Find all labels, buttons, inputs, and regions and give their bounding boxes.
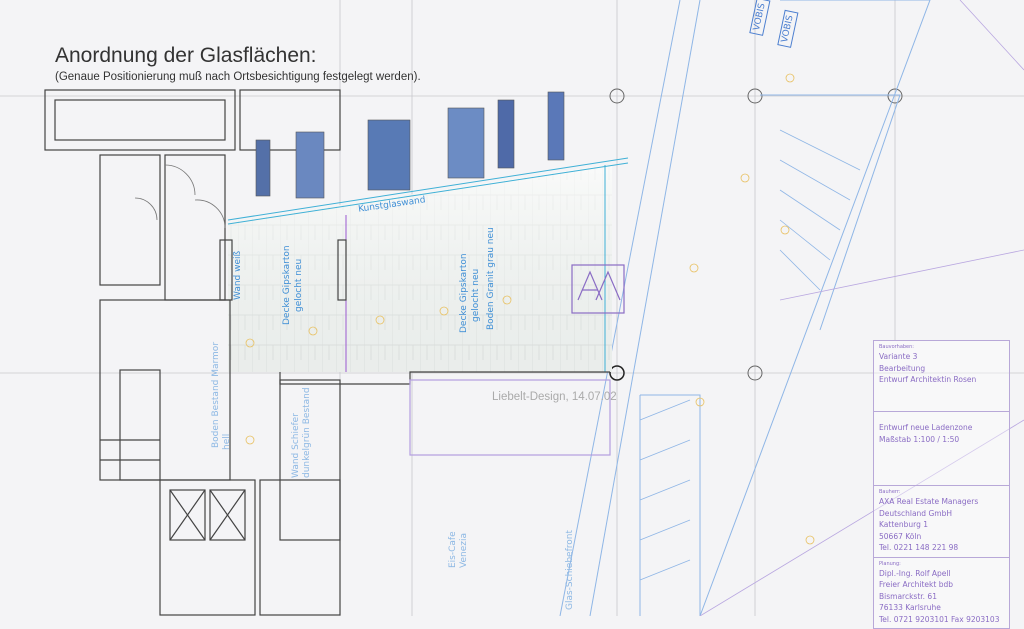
- design-credit: Liebelt-Design, 14.07.02: [492, 391, 617, 403]
- title-block-bauherr: Bauherr: AXA Real Estate Managers Deutsc…: [874, 486, 1009, 558]
- kunstglaswand-line: [227, 157, 629, 225]
- tb-line: Bismarckstr. 61: [879, 591, 937, 601]
- label-wand-weiss: Wand weiß: [233, 250, 243, 300]
- tb-line: Variante 3: [879, 352, 918, 361]
- label-eis-cafe-1: Eis-Cafe: [448, 531, 458, 568]
- tb-line: Kattenburg 1: [879, 520, 929, 529]
- label-boden-marmor-2: hell: [222, 433, 232, 450]
- tb-line: Tel. 0221 148 221 98: [879, 543, 959, 552]
- tb-line: Freier Architekt bdb: [879, 580, 953, 589]
- label-decke-right-2: gelocht neu: [471, 268, 481, 322]
- axa-logo: [571, 264, 625, 314]
- tb-line: AXA Real Estate Managers: [879, 497, 979, 506]
- floor-plan-drawing: [0, 0, 1024, 616]
- label-boden-marmor-1: Boden Bestand Marmor: [211, 341, 221, 448]
- tb-line: Tel. 0721 9203101 Fax 9203103: [879, 614, 1000, 624]
- tb-line: 76133 Karlsruhe: [879, 603, 941, 612]
- label-decke-left-1: Decke Gipskarton: [282, 245, 292, 325]
- bauvorhaben-label: Bauvorhaben:: [879, 344, 914, 350]
- glass-art-panels: [255, 91, 565, 199]
- tb-line: 50667 Köln: [879, 531, 922, 541]
- bauherr-label: Bauherr:: [879, 489, 901, 495]
- label-boden-granit: Boden Granit grau neu: [486, 227, 496, 330]
- label-wand-schiefer-2: dunkelgrün Bestand: [302, 387, 312, 478]
- tb-line: Bearbeitung: [879, 363, 926, 373]
- title-block-planung: Planung: Dipl.-Ing. Rolf Apell Freier Ar…: [874, 558, 1009, 629]
- planung-label: Planung:: [879, 560, 901, 567]
- tb-line: Entwurf Architektin Rosen: [879, 375, 977, 384]
- label-glas-schiebefront: Glas-Schiebefront: [565, 530, 575, 610]
- label-wand-schiefer-1: Wand Schiefer: [291, 413, 301, 478]
- title-block-bauvorhaben: Bauvorhaben: Variante 3 Bearbeitung Entw…: [874, 341, 1009, 412]
- label-decke-right-1: Decke Gipskarton: [459, 253, 469, 333]
- facade-lines: [559, 0, 931, 616]
- tb-line: Deutschland GmbH: [879, 508, 952, 518]
- label-eis-cafe-2: Venezia: [459, 533, 469, 568]
- tb-line: Maßstab 1:100 / 1:50: [879, 434, 960, 444]
- title-block: Bauvorhaben: Variante 3 Bearbeitung Entw…: [873, 340, 1010, 629]
- grid-axis-markers: [609, 88, 903, 381]
- tb-line: Entwurf neue Ladenzone: [879, 423, 973, 432]
- page-title: Anordnung der Glasflächen:: [55, 44, 317, 67]
- title-block-entwurf: Entwurf neue Ladenzone Maßstab 1:100 / 1…: [874, 412, 1009, 486]
- page-subtitle: (Genaue Positionierung muß nach Ortsbesi…: [55, 71, 421, 83]
- tb-line: Dipl.-Ing. Rolf Apell: [879, 568, 951, 578]
- lamps: [245, 73, 815, 545]
- label-decke-left-2: gelocht neu: [294, 258, 304, 312]
- hatching: [639, 129, 861, 581]
